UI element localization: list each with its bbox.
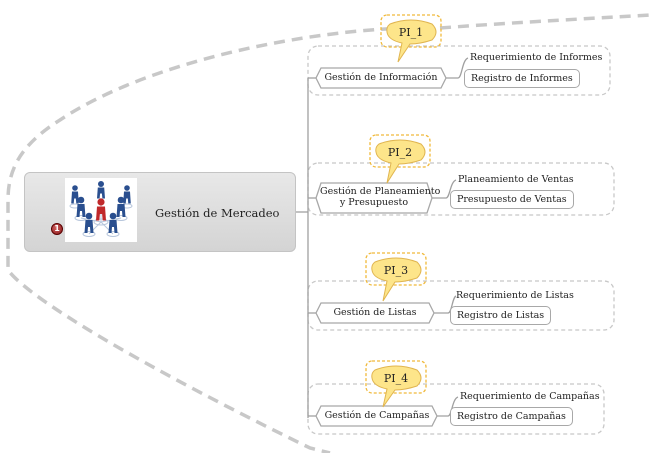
- topic-gestion-informacion[interactable]: Gestión de Información: [324, 72, 438, 83]
- map-boundary-dashed: [6, 13, 650, 453]
- callout-shape-2: [375, 139, 426, 184]
- subtopic-requerimiento-campanas[interactable]: Requerimiento de Campañas: [460, 391, 600, 402]
- subtopic-registro-informes[interactable]: Registro de Informes: [464, 69, 580, 88]
- sub-connector-3: [434, 295, 457, 314]
- topic-shape-3: [315, 302, 435, 324]
- sub-connector-2: [432, 179, 457, 199]
- callout-label-1: PI_1: [398, 26, 424, 39]
- people-network-icon: [65, 178, 137, 242]
- subtopic-requerimiento-informes[interactable]: Requerimiento de Informes: [470, 52, 603, 63]
- callout-label-2: PI_2: [387, 146, 413, 159]
- priority-1-icon: 1: [51, 223, 63, 235]
- subtopic-registro-campanas[interactable]: Registro de Campañas: [450, 407, 573, 426]
- branch-boundary-1: [307, 45, 611, 96]
- central-topic[interactable]: 1 Gestión de Mercadeo: [24, 172, 296, 252]
- topic-shape-4: [315, 405, 438, 427]
- topic-gestion-planeamiento-line-1: Gestión de Planeamiento: [320, 186, 441, 197]
- sub-connector-1: [446, 57, 469, 79]
- topic-gestion-planeamiento-line-2: y Presupuesto: [339, 197, 409, 208]
- callout-label-4: PI_4: [383, 372, 409, 385]
- callout-shape-3: [371, 257, 422, 302]
- central-topic-label: Gestión de Mercadeo: [155, 206, 280, 220]
- subtopic-requerimiento-listas[interactable]: Requerimiento de Listas: [456, 290, 574, 301]
- callout-label-3: PI_3: [383, 264, 409, 277]
- subtopic-presupuesto-ventas[interactable]: Presupuesto de Ventas: [450, 190, 574, 209]
- topic-shape-1: [315, 67, 447, 89]
- topic-gestion-campanas[interactable]: Gestión de Campañas: [324, 410, 430, 421]
- callout-border-4: [365, 360, 427, 394]
- topic-shape-2: [315, 182, 433, 214]
- callout-shape-1: [386, 19, 437, 63]
- callout-border-2: [369, 134, 431, 168]
- callout-border-1: [380, 14, 442, 48]
- topic-gestion-listas[interactable]: Gestión de Listas: [333, 307, 417, 318]
- callout-shape-4: [371, 365, 422, 408]
- subtopic-registro-listas[interactable]: Registro de Listas: [450, 306, 552, 325]
- callout-border-3: [365, 252, 427, 286]
- branch-boundary-3: [307, 280, 615, 331]
- subtopic-planeamiento-ventas[interactable]: Planeamiento de Ventas: [458, 174, 574, 185]
- topic-gestion-planeamiento[interactable]: Gestión de Planeamiento y Presupuesto: [320, 186, 441, 208]
